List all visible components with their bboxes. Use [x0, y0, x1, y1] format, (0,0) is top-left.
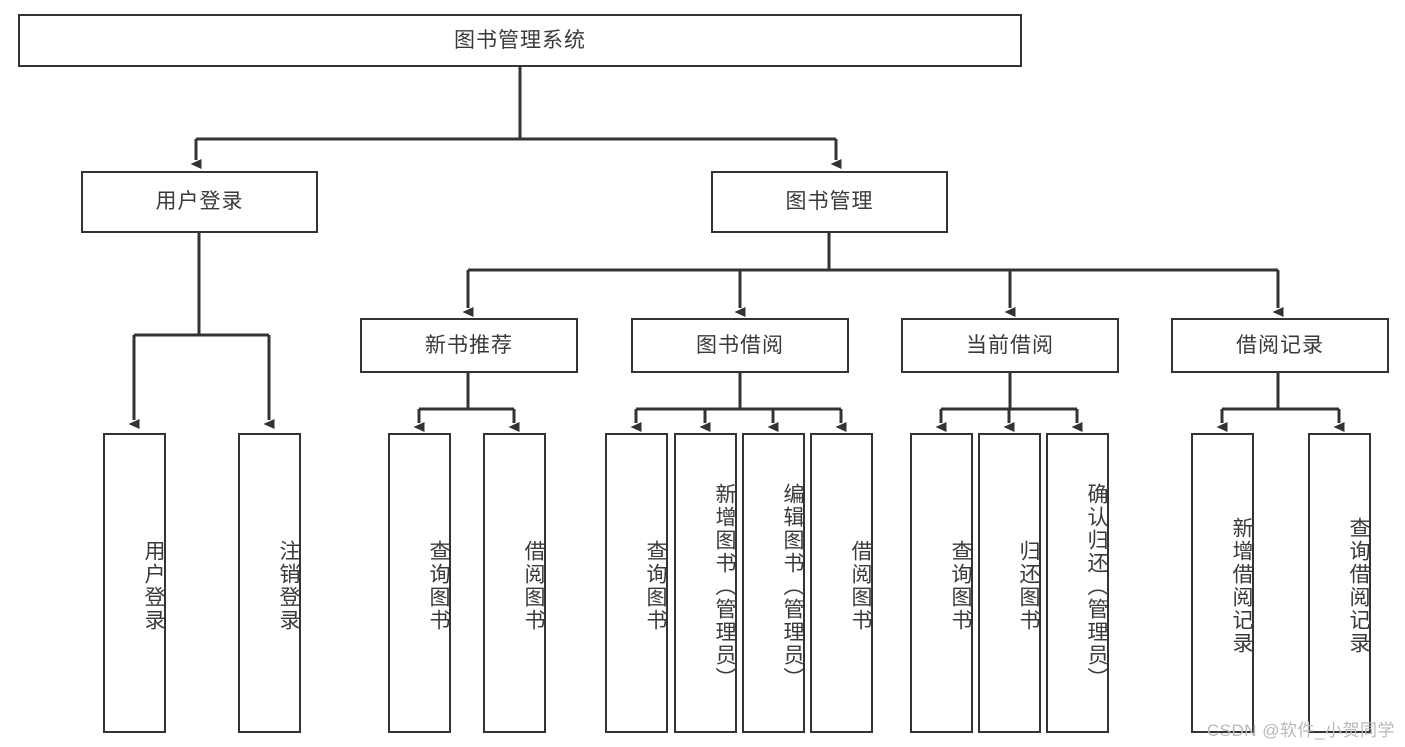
node-current-borrow-label: 当前借阅	[966, 333, 1054, 357]
leaf-add-book-label: 新增图书（管理员）	[713, 482, 736, 690]
leaf-confirm-return-label: 确认归还（管理员）	[1085, 482, 1108, 690]
leaf-borrow-book-2[interactable]: 借阅图书	[810, 433, 873, 733]
node-borrow-record-label: 借阅记录	[1236, 333, 1324, 357]
leaf-query-book-2[interactable]: 查询图书	[605, 433, 668, 733]
leaf-borrow-book-1[interactable]: 借阅图书	[483, 433, 546, 733]
node-root[interactable]: 图书管理系统	[18, 14, 1022, 67]
node-root-label: 图书管理系统	[454, 28, 586, 52]
leaf-user-login-label: 用户登录	[142, 540, 165, 632]
node-book-manage[interactable]: 图书管理	[711, 171, 948, 233]
leaf-borrow-book-2-label: 借阅图书	[849, 540, 872, 632]
leaf-add-record-label: 新增借阅记录	[1230, 517, 1253, 655]
node-book-borrow[interactable]: 图书借阅	[631, 318, 849, 373]
leaf-query-book-1-label: 查询图书	[427, 540, 450, 632]
leaf-query-book-3[interactable]: 查询图书	[910, 433, 973, 733]
node-book-borrow-label: 图书借阅	[696, 333, 784, 357]
leaf-add-record[interactable]: 新增借阅记录	[1191, 433, 1254, 733]
leaf-edit-book[interactable]: 编辑图书（管理员）	[742, 433, 805, 733]
leaf-return-book-label: 归还图书	[1017, 540, 1040, 632]
node-new-book-rec[interactable]: 新书推荐	[360, 318, 578, 373]
node-current-borrow[interactable]: 当前借阅	[901, 318, 1119, 373]
leaf-query-record[interactable]: 查询借阅记录	[1308, 433, 1371, 733]
node-new-book-rec-label: 新书推荐	[425, 333, 513, 357]
leaf-logout-label: 注销登录	[277, 540, 300, 632]
node-user-login[interactable]: 用户登录	[81, 171, 318, 233]
watermark: CSDN @软件_小贺同学	[1206, 721, 1395, 740]
leaf-logout[interactable]: 注销登录	[238, 433, 301, 733]
leaf-return-book[interactable]: 归还图书	[978, 433, 1041, 733]
leaf-user-login[interactable]: 用户登录	[103, 433, 166, 733]
node-user-login-label: 用户登录	[155, 190, 244, 214]
leaf-edit-book-label: 编辑图书（管理员）	[781, 482, 804, 690]
node-book-manage-label: 图书管理	[785, 190, 874, 214]
leaf-query-book-1[interactable]: 查询图书	[388, 433, 451, 733]
leaf-query-book-3-label: 查询图书	[949, 540, 972, 632]
leaf-confirm-return[interactable]: 确认归还（管理员）	[1046, 433, 1109, 733]
leaf-borrow-book-1-label: 借阅图书	[522, 540, 545, 632]
leaf-query-record-label: 查询借阅记录	[1347, 517, 1370, 655]
node-borrow-record[interactable]: 借阅记录	[1171, 318, 1389, 373]
leaf-query-book-2-label: 查询图书	[644, 540, 667, 632]
leaf-add-book[interactable]: 新增图书（管理员）	[674, 433, 737, 733]
